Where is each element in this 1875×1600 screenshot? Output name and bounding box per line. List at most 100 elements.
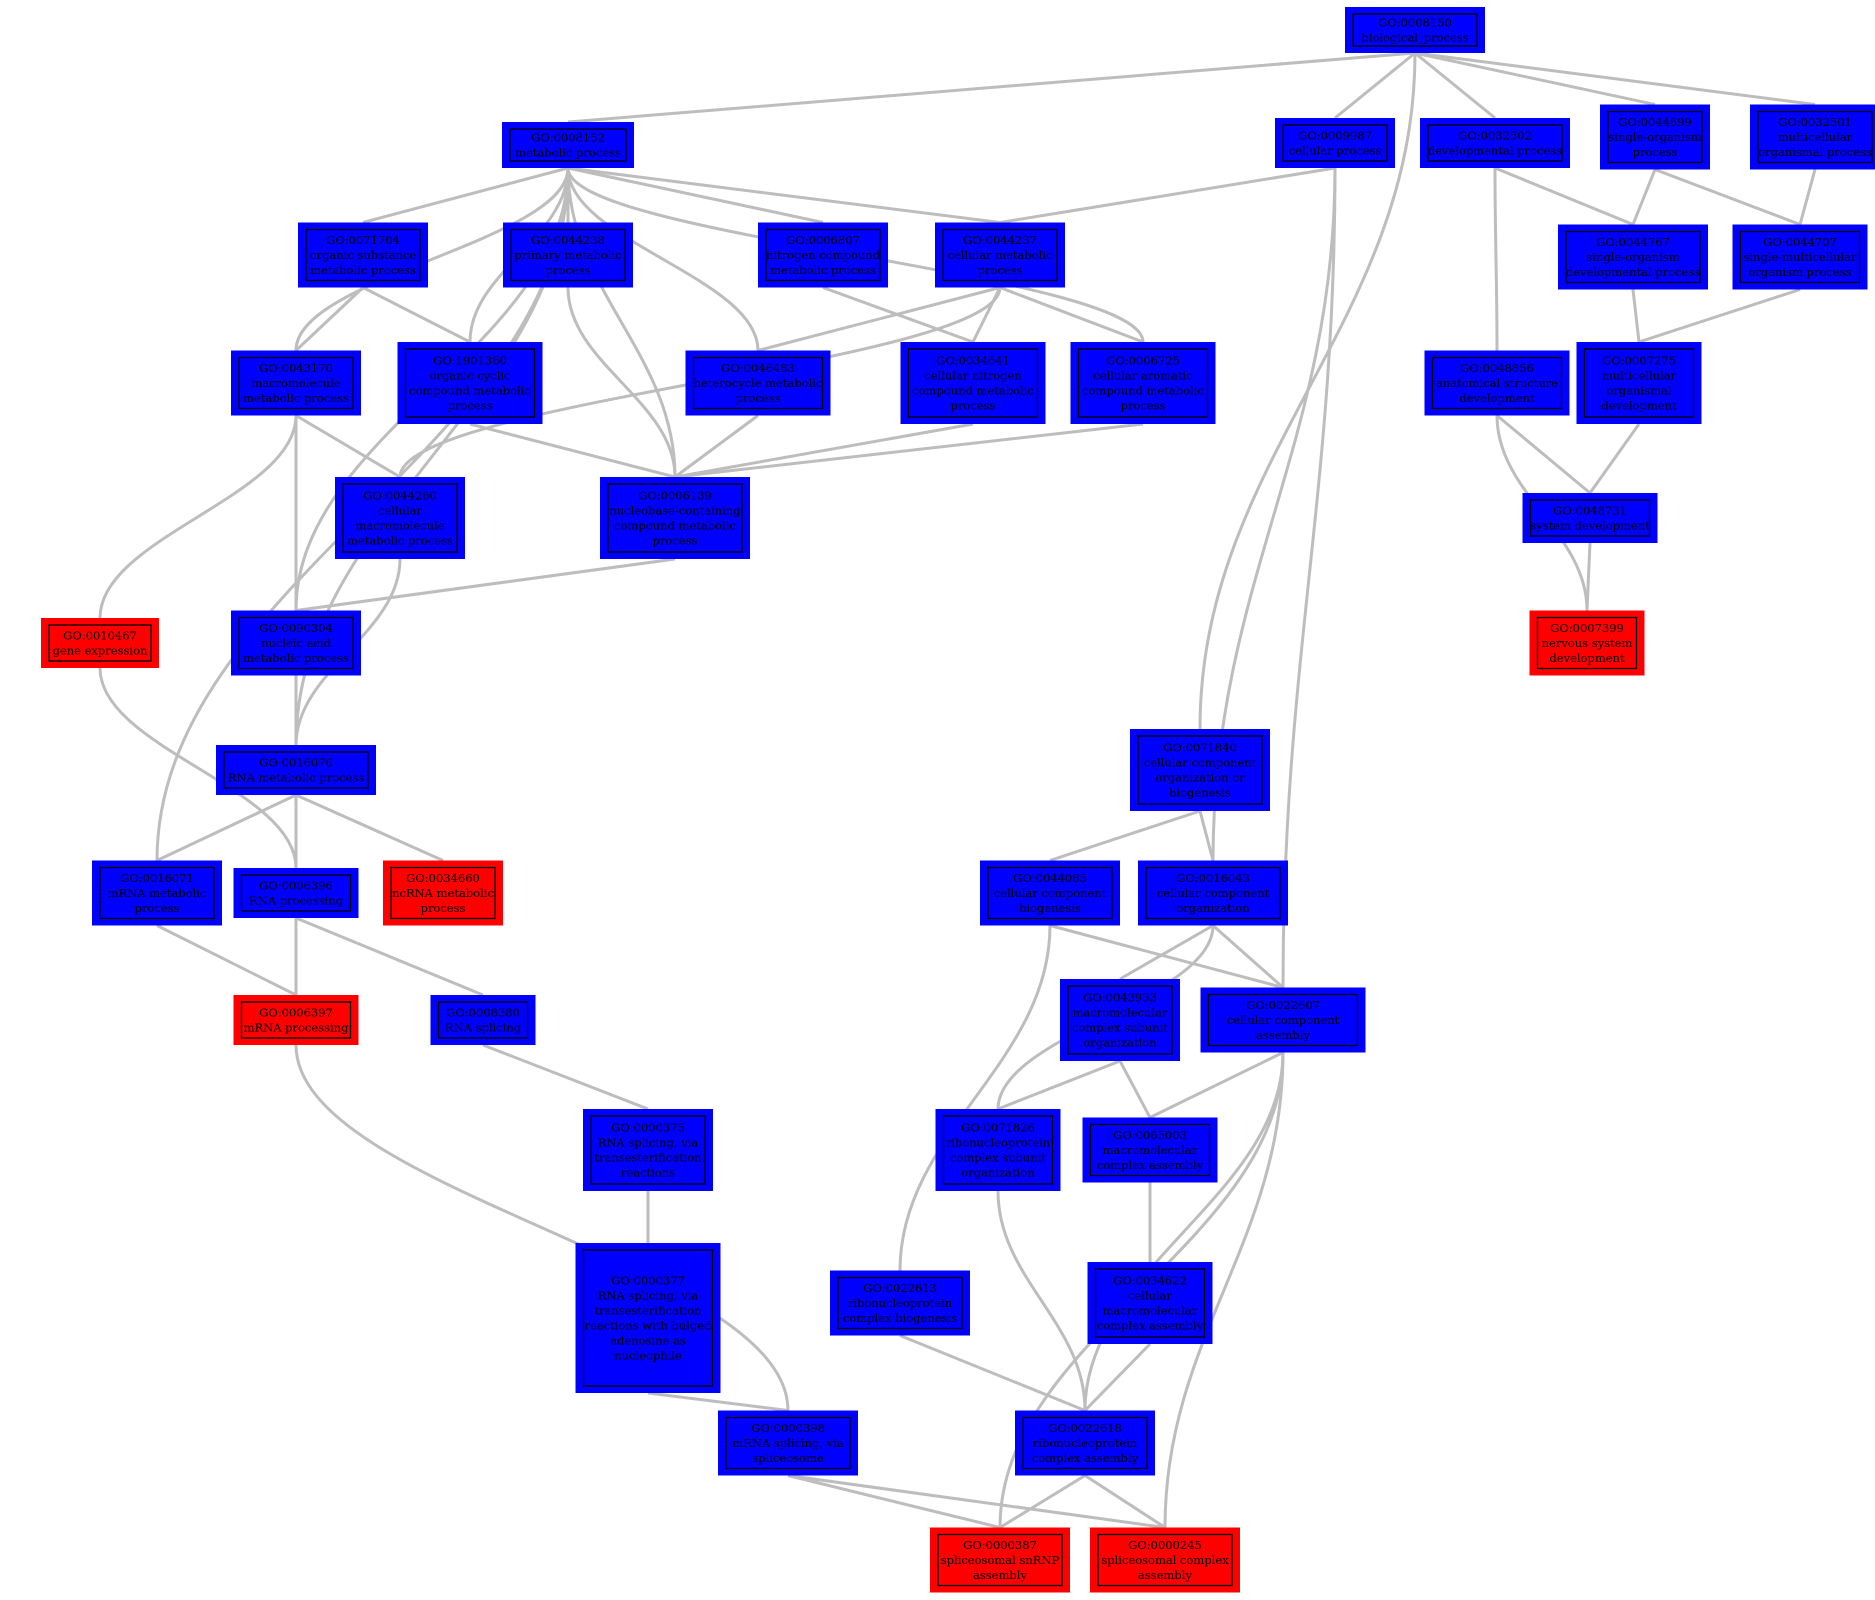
edge-GO0008152-GO0006807: [567, 166, 824, 224]
node-go0007275[interactable]: GO:0007275multicellularorganismaldevelop…: [1576, 342, 1702, 424]
node-id-label: GO:1901360: [433, 354, 507, 368]
node-name-label: adenosine as: [610, 1334, 686, 1348]
edge-GO0022618-GO0000245: [1084, 1474, 1166, 1529]
node-name-label: development: [1549, 651, 1625, 665]
node-inner-border: [692, 356, 824, 410]
node-name-label: developmental process: [1566, 265, 1700, 279]
node-name-label: anatomical structure: [1436, 376, 1558, 390]
node-name-label: organization: [961, 1166, 1035, 1180]
node-name-label: spliceosomal complex: [1101, 1553, 1229, 1567]
node-name-label: assembly: [973, 1568, 1027, 1582]
edge-GO0009987-GO0044237: [999, 166, 1336, 224]
node-name-label: RNA metabolic process: [228, 771, 365, 785]
node-inner-border: [1431, 356, 1563, 410]
edge-GO0016070-GO0034660: [295, 793, 444, 862]
node-name-label: organic cyclic: [430, 369, 511, 383]
node-box: [1732, 224, 1868, 290]
node-name-label: reactions with bulged: [585, 1319, 713, 1333]
node-id-label: GO:0048731: [1553, 504, 1627, 518]
edge-GO0046483-GO0006139: [674, 414, 759, 479]
node-name-label: cellular metabolic: [948, 248, 1053, 262]
node-name-label: developmental process: [1428, 144, 1562, 158]
node-go0044260[interactable]: GO:0044260cellularmacromoleculemetabolic…: [335, 477, 465, 559]
node-id-label: GO:0016071: [120, 871, 194, 885]
node-box: [233, 995, 359, 1045]
node-box: [758, 222, 888, 288]
edge-GO0071704-GO1901360: [362, 286, 471, 344]
edge-GO0071840-GO0016043: [1198, 810, 1215, 861]
node-box: [685, 350, 831, 416]
node-name-label: ribonucleoprotein: [946, 1136, 1051, 1150]
edge-GO0008152-GO0071704: [362, 166, 569, 224]
node-box: [298, 222, 428, 288]
node-id-label: GO:0007399: [1550, 621, 1624, 635]
edge-GO0006725-GO0006139: [674, 422, 1144, 479]
node-name-label: RNA processing: [249, 894, 344, 908]
node-name-label: complex biogenesis: [843, 1311, 957, 1325]
node-inner-border: [1536, 616, 1638, 670]
edge-GO0008152-GO0006139: [566, 167, 677, 478]
node-name-label: assembly: [1138, 1568, 1192, 1582]
node-inner-border: [390, 866, 496, 920]
edge-GO0008150-GO0009987: [1334, 51, 1416, 120]
node-inner-border: [1352, 13, 1478, 47]
node-name-label: single-multicellular: [1743, 250, 1857, 264]
node-go0006139[interactable]: GO:0006139nucleobase-containingcompound …: [600, 477, 750, 559]
node-inner-border: [437, 1001, 529, 1039]
node-id-label: GO:0034660: [406, 871, 480, 885]
node-name-label: cellular component: [1144, 756, 1257, 770]
node-id-label: GO:0006807: [786, 233, 860, 247]
node-go0034622[interactable]: GO:0034622cellularmacromolecularcomplex …: [1087, 1262, 1213, 1344]
node-box: [335, 477, 465, 559]
node-box: [231, 610, 361, 676]
node-id-label: GO:0071826: [961, 1121, 1035, 1135]
node-id-label: GO:0046483: [721, 361, 795, 375]
node-inner-border: [240, 874, 352, 912]
node-name-label: assembly: [1256, 1028, 1310, 1042]
node-box: [600, 477, 750, 559]
